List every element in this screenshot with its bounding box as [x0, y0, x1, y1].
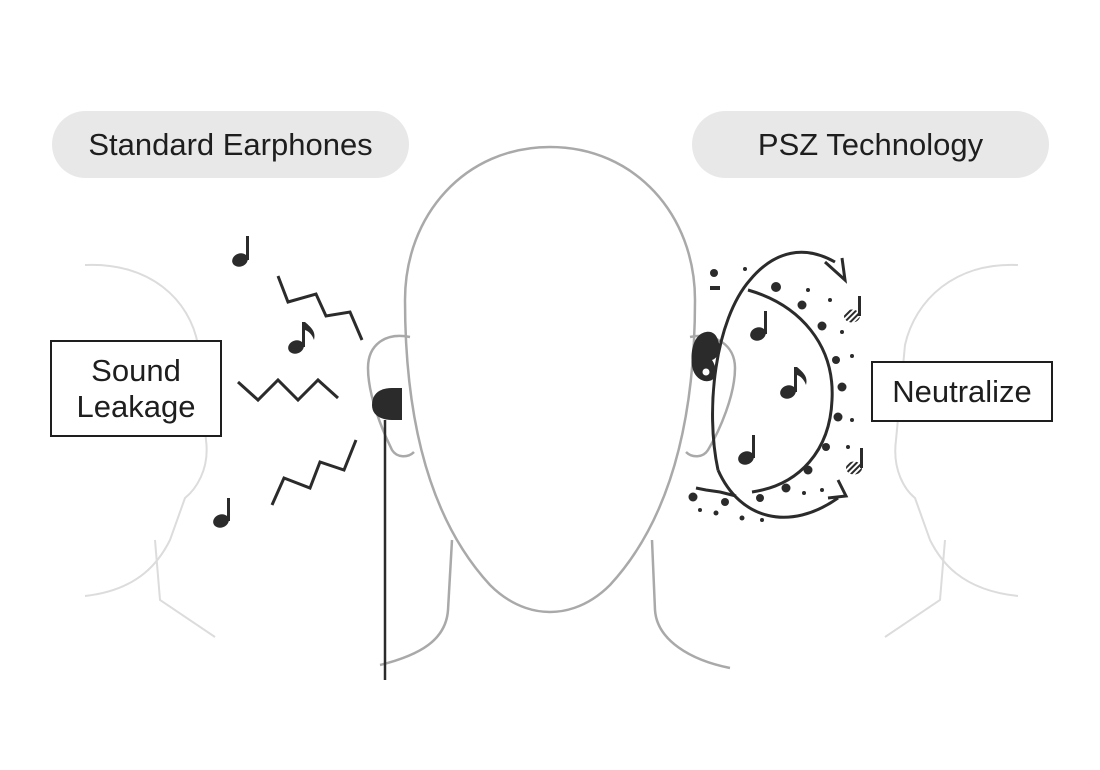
zigzag-wave-icon — [236, 275, 364, 506]
sound-leakage-line1: Sound — [91, 352, 181, 388]
wired-earphone-icon — [372, 388, 402, 680]
sound-leakage-line2: Leakage — [76, 388, 196, 424]
main-head — [366, 145, 737, 670]
music-note-icon — [738, 311, 807, 465]
psz-technology-label: PSZ Technology — [692, 111, 1049, 178]
music-note-icon — [213, 236, 315, 528]
standard-earphones-label: Standard Earphones — [52, 111, 409, 178]
curved-arrow-icon — [695, 250, 849, 519]
neutralized-dots — [688, 267, 854, 522]
neutralize-box: Neutralize — [871, 361, 1053, 422]
sound-leakage-box: Sound Leakage — [50, 340, 222, 437]
earbud-icon — [691, 331, 720, 382]
left-faint-head — [84, 263, 216, 638]
faded-music-note-icon — [844, 296, 863, 475]
right-faint-head — [884, 263, 1019, 638]
